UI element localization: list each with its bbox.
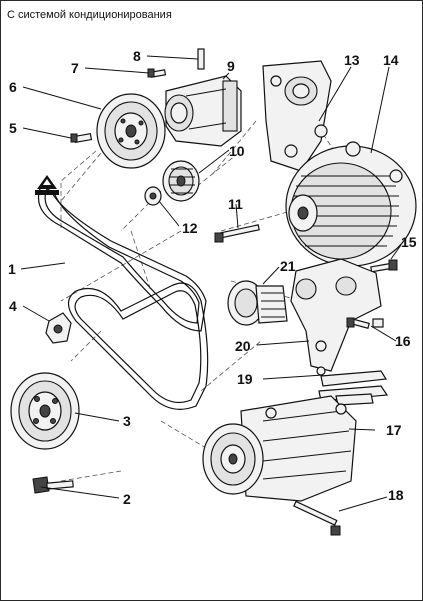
idler-pulley	[162, 160, 200, 202]
long-bolt-11	[214, 224, 260, 243]
leader-lines	[20, 55, 402, 512]
callout-9: 9	[227, 58, 235, 74]
callout-5: 5	[9, 120, 17, 136]
vibration-damper-pulley	[10, 372, 80, 450]
crankshaft-bolt	[32, 476, 74, 494]
callout-19: 19	[237, 371, 253, 387]
belt-tensioner	[227, 280, 288, 326]
compressor-bracket	[290, 258, 382, 372]
callout-3: 3	[123, 413, 131, 429]
callout-16: 16	[395, 333, 411, 349]
callout-14: 14	[383, 52, 399, 68]
callout-8: 8	[133, 48, 141, 64]
callout-1: 1	[8, 261, 16, 277]
autodata-logo-icon	[35, 175, 59, 195]
callout-21: 21	[280, 258, 296, 274]
callout-15: 15	[401, 234, 417, 250]
alternator	[285, 141, 417, 267]
crankshaft-pulley	[96, 93, 166, 169]
callout-6: 6	[9, 79, 17, 95]
alternator-bracket	[262, 60, 332, 172]
ac-compressor	[202, 395, 357, 502]
pulley-bolt	[70, 132, 93, 144]
spacer-bushing	[144, 186, 162, 206]
power-steering-pump	[164, 75, 242, 147]
pump-bolt	[147, 68, 167, 78]
callout-11: 11	[228, 196, 243, 212]
bolt-15	[370, 259, 398, 273]
callout-17: 17	[386, 422, 402, 438]
callout-13: 13	[344, 52, 360, 68]
callout-7: 7	[71, 60, 79, 76]
dowel-pin	[197, 48, 205, 70]
callout-4: 4	[9, 298, 17, 314]
callout-18: 18	[388, 487, 404, 503]
poly-v-belt	[37, 185, 209, 410]
long-bolt-18	[293, 500, 341, 536]
callout-12: 12	[182, 220, 198, 236]
callout-2: 2	[123, 491, 131, 507]
callout-labels: 1 2 3 4 5 6 7 8 9 10 11 12 13 14 15 16 1…	[8, 48, 417, 507]
bolt-16	[346, 317, 384, 329]
diagram-caption: С системой кондиционирования	[7, 9, 172, 21]
callout-20: 20	[235, 338, 251, 354]
washer	[45, 312, 72, 344]
callout-10: 10	[229, 143, 245, 159]
